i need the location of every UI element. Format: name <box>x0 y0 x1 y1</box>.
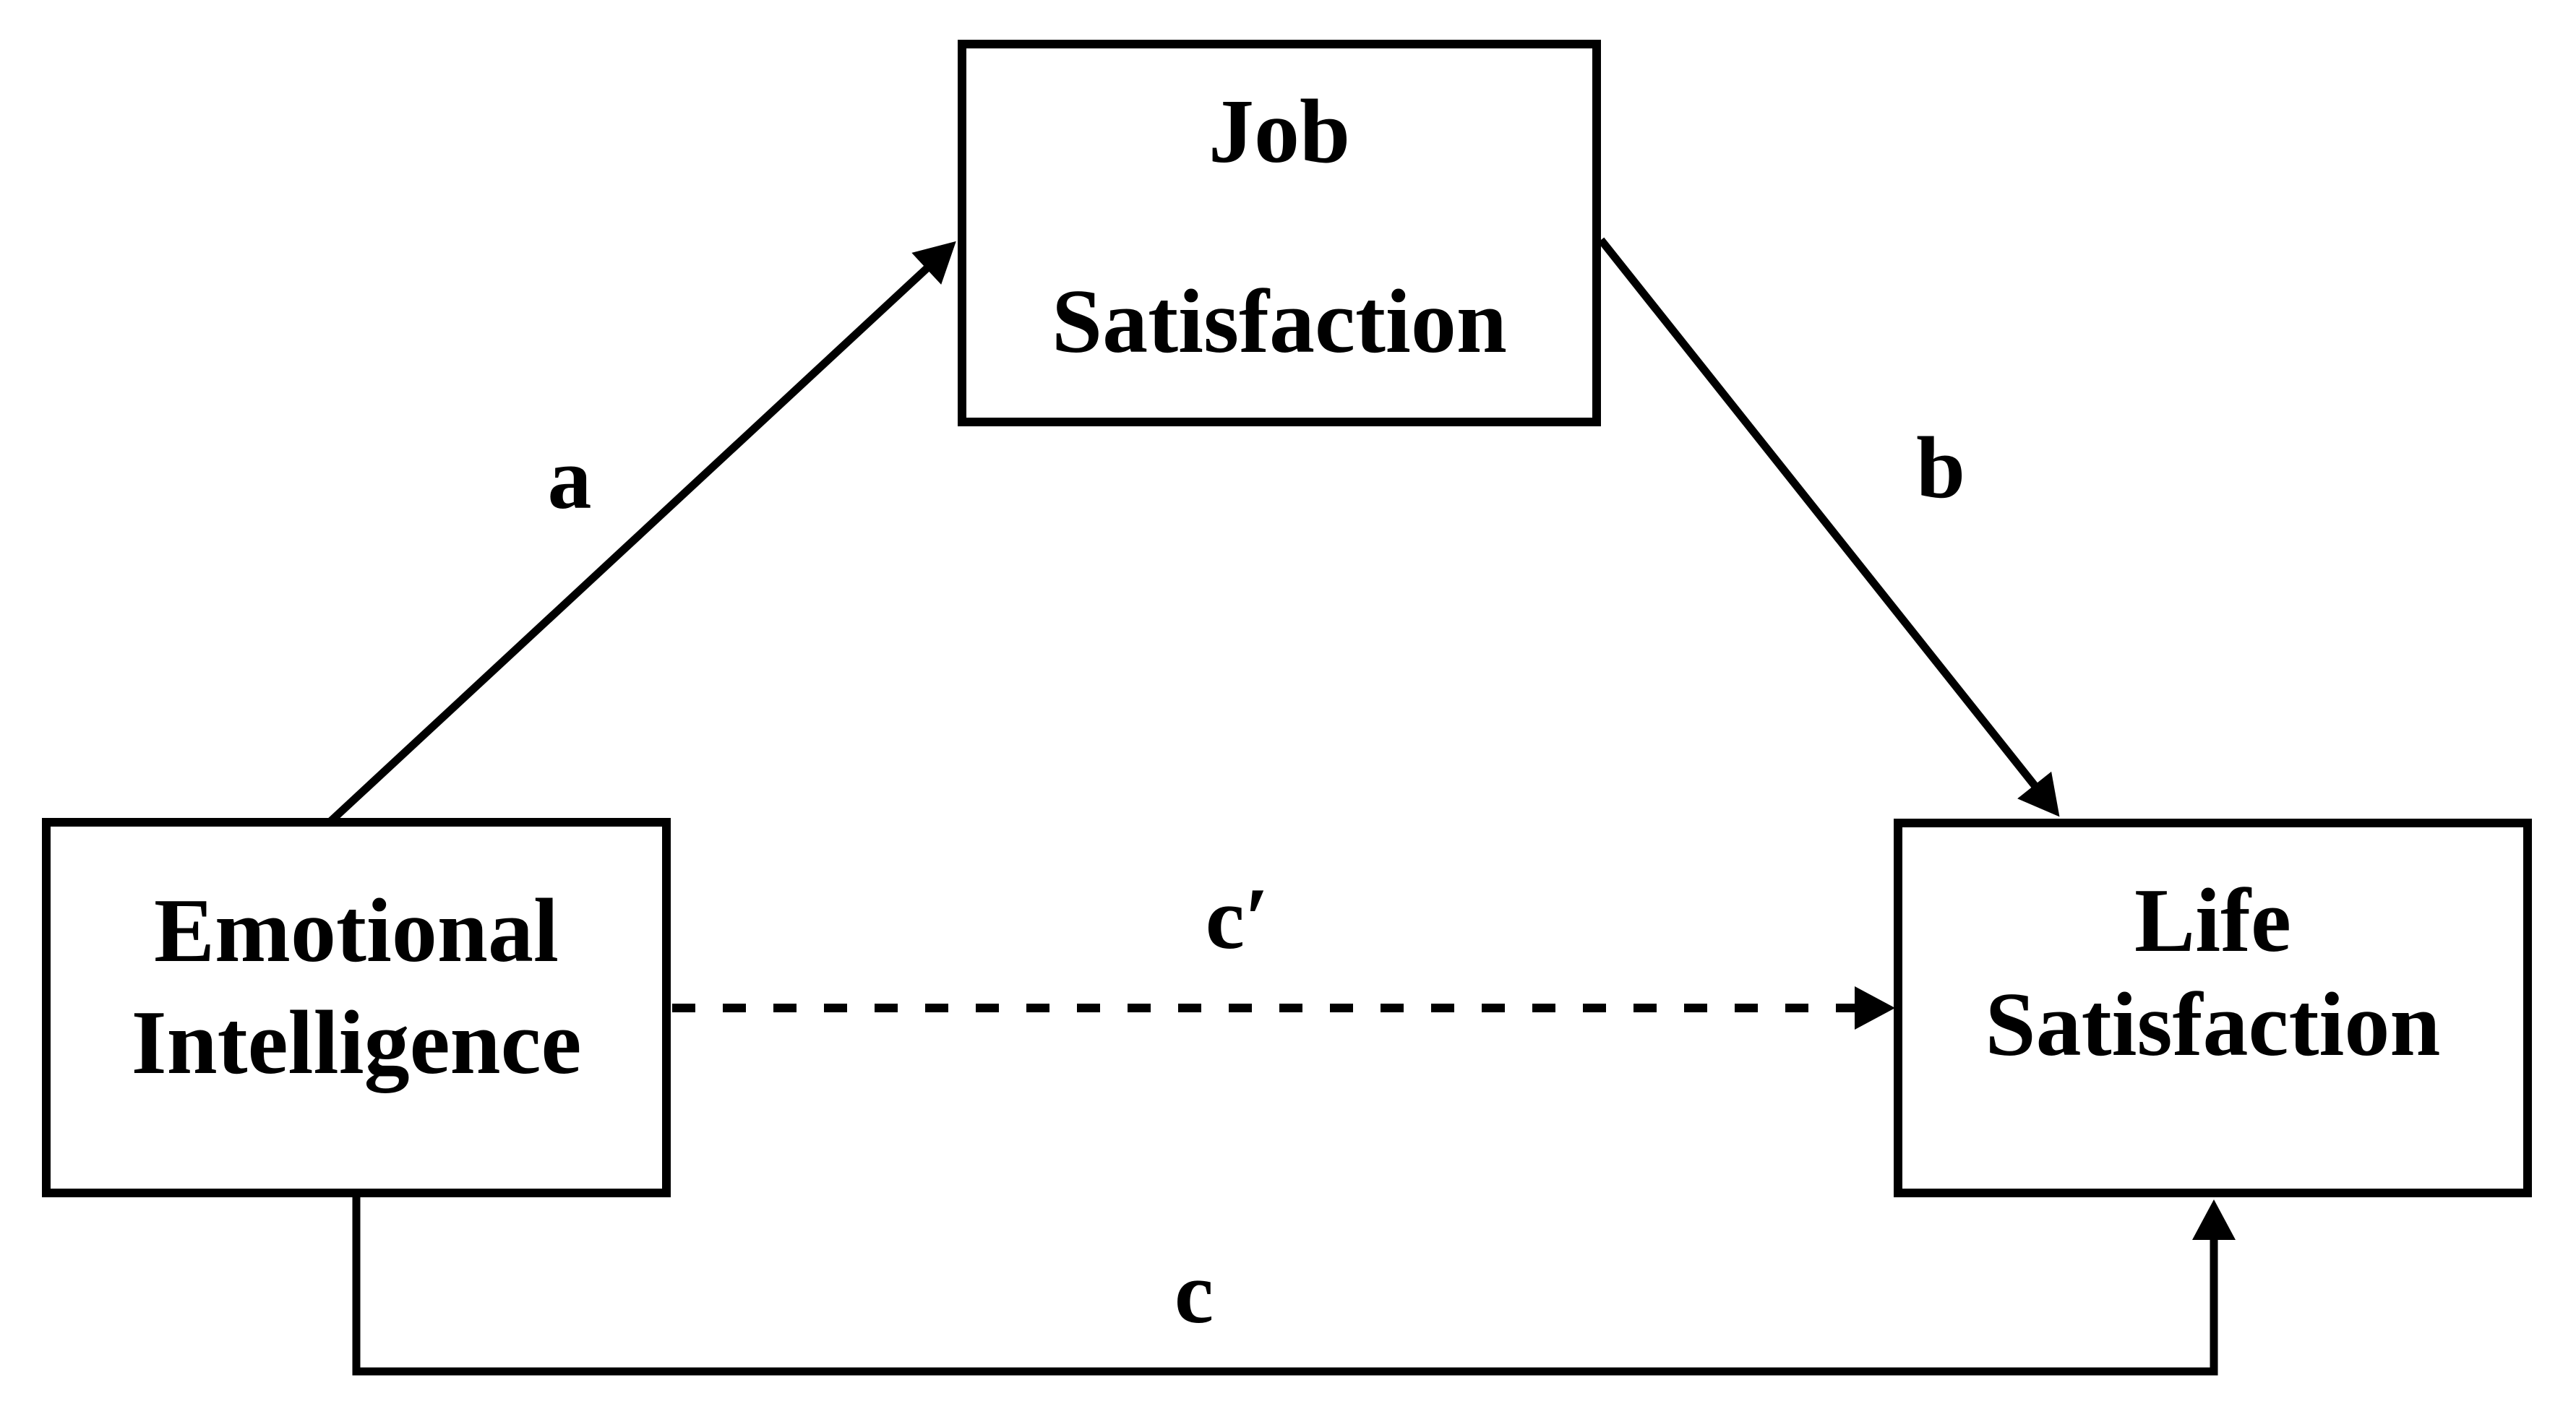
path-label-a: a <box>547 430 592 527</box>
node-label-line: Satisfaction <box>1985 975 2441 1075</box>
path-label-c: c <box>1174 1244 1214 1342</box>
node-label-line: Job <box>1208 82 1351 183</box>
node-life-satisfaction: Life Satisfaction <box>1894 819 2532 1197</box>
node-label-line: Satisfaction <box>1052 271 1507 372</box>
path-label-c-prime: c′ <box>1205 870 1270 968</box>
node-job-satisfaction: Job Satisfaction <box>958 40 1601 426</box>
node-label-line: Life <box>2134 870 2291 971</box>
node-job-satisfaction-text: Job Satisfaction <box>1052 82 1507 372</box>
path-c-total-effect-arrow <box>352 1197 2236 1376</box>
path-b-arrow <box>1597 237 2060 817</box>
node-label-line: Intelligence <box>131 992 582 1093</box>
node-emotional-intelligence: Emotional Intelligence <box>42 818 671 1197</box>
node-emotional-intelligence-text: Emotional Intelligence <box>131 881 582 1093</box>
path-a-arrow <box>327 241 956 825</box>
path-label-b: b <box>1916 419 1965 517</box>
node-label-line: Emotional <box>153 881 559 982</box>
node-life-satisfaction-text: Life Satisfaction <box>1985 870 2441 1075</box>
